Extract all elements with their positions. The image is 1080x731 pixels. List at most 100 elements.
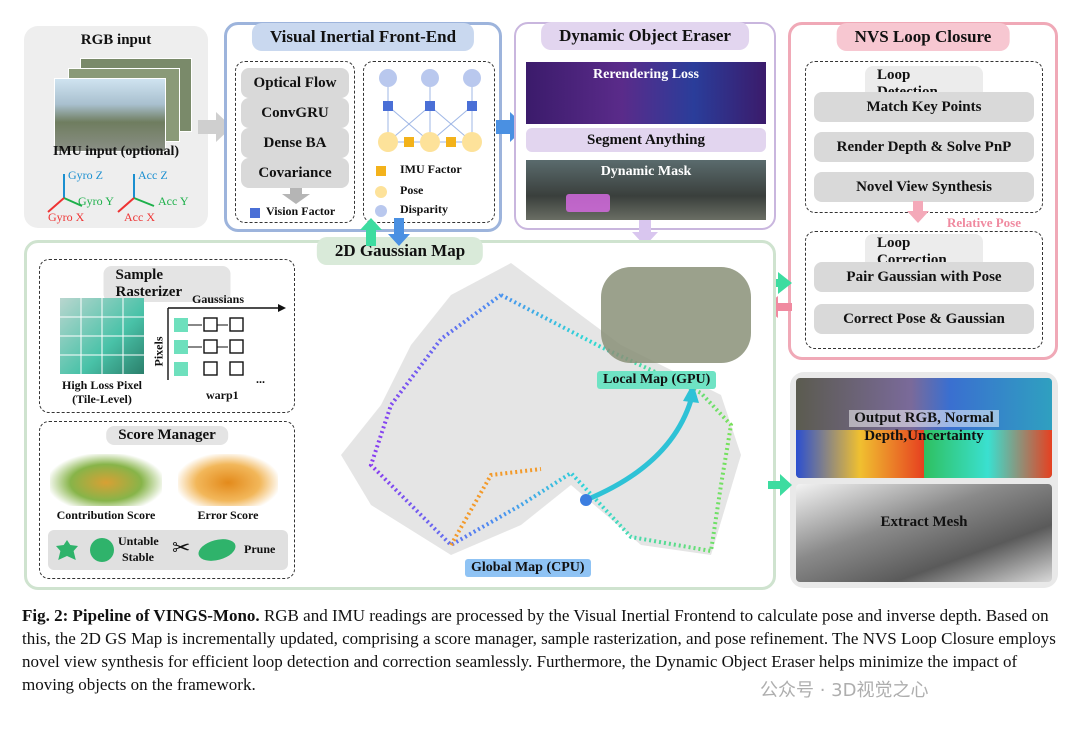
detection-step: Render Depth & Solve PnP bbox=[814, 132, 1034, 162]
depth-label: Depth,Uncertainty bbox=[864, 428, 984, 444]
trajectory-orange bbox=[449, 467, 542, 546]
segment-anything-bar: Segment Anything bbox=[526, 128, 766, 152]
error-score-label: Error Score bbox=[197, 508, 259, 522]
score-manager-box: Score Manager Contribution Score Error S… bbox=[39, 421, 295, 579]
imu-factor-icon bbox=[376, 166, 386, 176]
axis-label: Gyro X bbox=[48, 210, 85, 224]
rerendering-loss-label: Rerendering Loss bbox=[593, 67, 699, 82]
arrow-map-frontend bbox=[360, 218, 382, 246]
sample-rasterizer-box: Sample Rasterizer High Loss Pixel (Tile-… bbox=[39, 259, 295, 413]
down-arrow-icon bbox=[282, 188, 310, 204]
loop-arrow bbox=[585, 399, 694, 503]
axis-label: Gyro Y bbox=[78, 194, 114, 208]
output-rgb-label: Output RGB, Normal bbox=[849, 410, 999, 427]
correction-step: Correct Pose & Gaussian bbox=[814, 304, 1034, 334]
legend-label: IMU Factor bbox=[400, 162, 462, 176]
frontend-step: ConvGRU bbox=[241, 98, 349, 128]
prune-bar: Untable Stable ✂ Prune bbox=[48, 530, 288, 570]
outputs-panel: Output RGB, Normal Depth,Uncertainty Ext… bbox=[790, 372, 1058, 588]
detection-step: Novel View Synthesis bbox=[814, 172, 1034, 202]
factor-graph-box: IMU Factor Pose Disparity bbox=[363, 61, 495, 223]
score-manager-label: Score Manager bbox=[106, 426, 228, 445]
sample-rasterizer-label: Sample Rasterizer bbox=[103, 266, 231, 302]
output-rgb-image: Output RGB, Normal Depth,Uncertainty bbox=[796, 378, 1052, 478]
frontend-step: Covariance bbox=[241, 158, 349, 188]
ellipsis-label: ... bbox=[256, 372, 265, 386]
arrow-map-nvs bbox=[764, 272, 792, 294]
mask-highlight bbox=[566, 194, 610, 212]
high-loss-label: High Loss Pixel bbox=[61, 378, 142, 392]
warp-label: warp1 bbox=[206, 388, 239, 402]
axis-icon bbox=[47, 174, 155, 213]
correction-step: Pair Gaussian with Pose bbox=[814, 262, 1034, 292]
frontend-step: Optical Flow bbox=[241, 68, 349, 98]
untable-gaussian-icon bbox=[56, 540, 78, 560]
arrow-frontend-eraser bbox=[496, 112, 526, 142]
axis-label: Acc Z bbox=[138, 168, 168, 182]
extract-mesh-image: Extract Mesh bbox=[796, 484, 1052, 582]
relative-pose-label: Relative Pose bbox=[947, 215, 1022, 230]
legend-label: Disparity bbox=[400, 202, 448, 216]
legend-label: Pose bbox=[400, 183, 424, 197]
frontend-panel: Visual Inertial Front-End Optical Flow C… bbox=[224, 22, 502, 232]
dynamic-mask-image: Dynamic Mask bbox=[526, 160, 766, 220]
arrow-frontend-map bbox=[388, 218, 410, 246]
tile-image bbox=[60, 298, 144, 374]
contribution-score-image bbox=[50, 454, 162, 506]
down-arrow-icon bbox=[907, 201, 929, 223]
untable-label: Untable bbox=[118, 534, 159, 548]
raster-diagram bbox=[167, 304, 286, 380]
eraser-title: Dynamic Object Eraser bbox=[541, 22, 749, 50]
local-map-label: Local Map (GPU) bbox=[597, 371, 717, 389]
gaussians-label: Gaussians bbox=[192, 292, 245, 306]
eraser-panel: Dynamic Object Eraser Rerendering Loss S… bbox=[514, 22, 776, 230]
frontend-title: Visual Inertial Front-End bbox=[251, 23, 475, 51]
gaussian-map-panel: 2D Gaussian Map Sample Rasterizer High L… bbox=[24, 237, 776, 590]
arrow-eraser-map bbox=[632, 220, 658, 246]
watermark: 公众号 · 3D视觉之心 bbox=[760, 680, 929, 701]
loop-correction-box: Loop Correction Pair Gaussian with Pose … bbox=[805, 231, 1043, 349]
input-panel: RGB input IMU input (optional) Gyro Z Ac… bbox=[24, 26, 208, 228]
nvs-title: NVS Loop Closure bbox=[836, 23, 1010, 51]
vision-factor-label: Vision Factor bbox=[266, 204, 336, 218]
imu-input-label: IMU input (optional) bbox=[52, 144, 180, 159]
caption-text: RGB and IMU readings are processed by th… bbox=[22, 606, 1056, 694]
rgb-frames bbox=[40, 58, 200, 158]
frontend-steps-box: Optical Flow ConvGRU Dense BA Covariance… bbox=[235, 61, 355, 223]
imu-axes: Gyro Z Acc Z Gyro Y Acc Y Gyro X Acc X bbox=[34, 166, 204, 226]
trajectory-line bbox=[368, 293, 734, 554]
vision-factor-icon bbox=[250, 208, 260, 218]
loop-detection-box: Loop Detection Match Key Points Render D… bbox=[805, 61, 1043, 213]
pruned-gaussian-icon bbox=[196, 535, 238, 565]
axis-label: Acc X bbox=[124, 210, 155, 224]
nvs-panel: NVS Loop Closure Loop Detection Match Ke… bbox=[788, 22, 1058, 360]
pixels-label: Pixels bbox=[151, 336, 166, 367]
map-shadow bbox=[341, 263, 741, 555]
rerendering-loss-image: Rerendering Loss bbox=[526, 62, 766, 124]
street-image bbox=[54, 78, 166, 152]
error-score-image bbox=[178, 454, 278, 506]
figure-caption: Fig. 2: Pipeline of VINGS-Mono. RGB and … bbox=[22, 604, 1062, 696]
point-cloud-map bbox=[341, 263, 751, 555]
prune-label: Prune bbox=[244, 542, 276, 556]
extract-mesh-label: Extract Mesh bbox=[880, 514, 968, 530]
local-map-image bbox=[601, 267, 751, 363]
tile-level-label: (Tile-Level) bbox=[72, 392, 132, 406]
tile-grid bbox=[60, 298, 144, 374]
segment-anything-label: Segment Anything bbox=[587, 132, 705, 148]
global-map-label: Global Map (CPU) bbox=[465, 559, 591, 577]
pose-icon bbox=[375, 186, 387, 198]
arrow-map-outputs bbox=[768, 474, 792, 496]
scissors-icon: ✂ bbox=[172, 536, 191, 561]
detection-step: Match Key Points bbox=[814, 92, 1034, 122]
factor-graph bbox=[378, 69, 482, 152]
gaussian-map-title: 2D Gaussian Map bbox=[316, 237, 484, 265]
frontend-step: Dense BA bbox=[241, 128, 349, 158]
disparity-icon bbox=[375, 205, 387, 217]
caption-lead: Fig. 2: Pipeline of VINGS-Mono. bbox=[22, 606, 260, 625]
axis-label: Gyro Z bbox=[68, 168, 103, 182]
dynamic-mask-label: Dynamic Mask bbox=[600, 164, 692, 179]
stable-label: Stable bbox=[122, 550, 155, 564]
contribution-score-label: Contribution Score bbox=[56, 508, 156, 522]
arrow-input-frontend bbox=[198, 112, 232, 142]
